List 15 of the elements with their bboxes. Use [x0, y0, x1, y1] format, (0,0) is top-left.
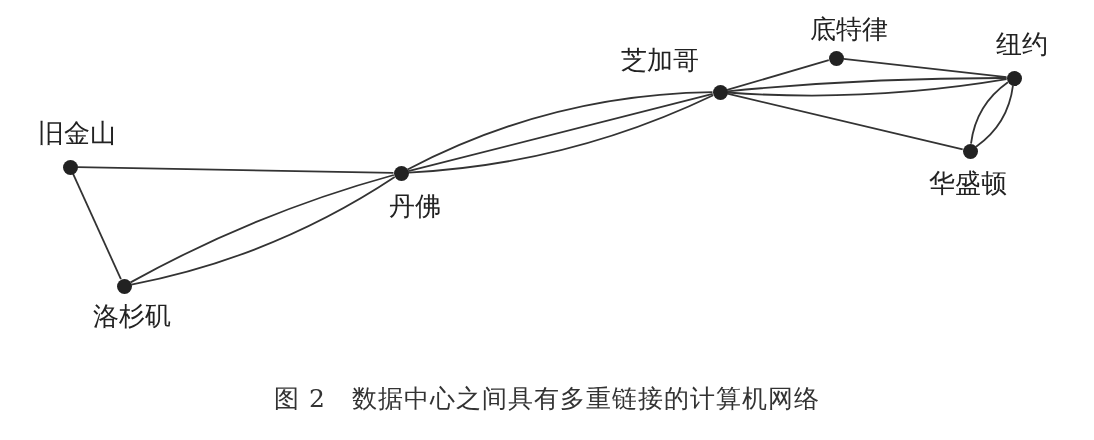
- link-line: [726, 78, 1008, 97]
- link-line: [726, 59, 830, 91]
- link-line: [72, 172, 122, 281]
- city-label: 芝加哥: [621, 43, 699, 77]
- link-line: [726, 77, 1008, 93]
- city-label: 华盛顿: [929, 166, 1007, 200]
- city-label: 纽约: [996, 27, 1048, 61]
- figure-caption: 图 2 数据中心之间具有多重链接的计算机网络: [274, 384, 820, 413]
- link-line: [726, 92, 964, 151]
- city-label: 底特律: [810, 12, 888, 46]
- link-line: [76, 166, 395, 174]
- link-line: [842, 57, 1008, 79]
- city-label: 洛杉矶: [93, 299, 171, 333]
- city-label: 丹佛: [389, 189, 441, 223]
- city-label: 旧金山: [38, 116, 116, 150]
